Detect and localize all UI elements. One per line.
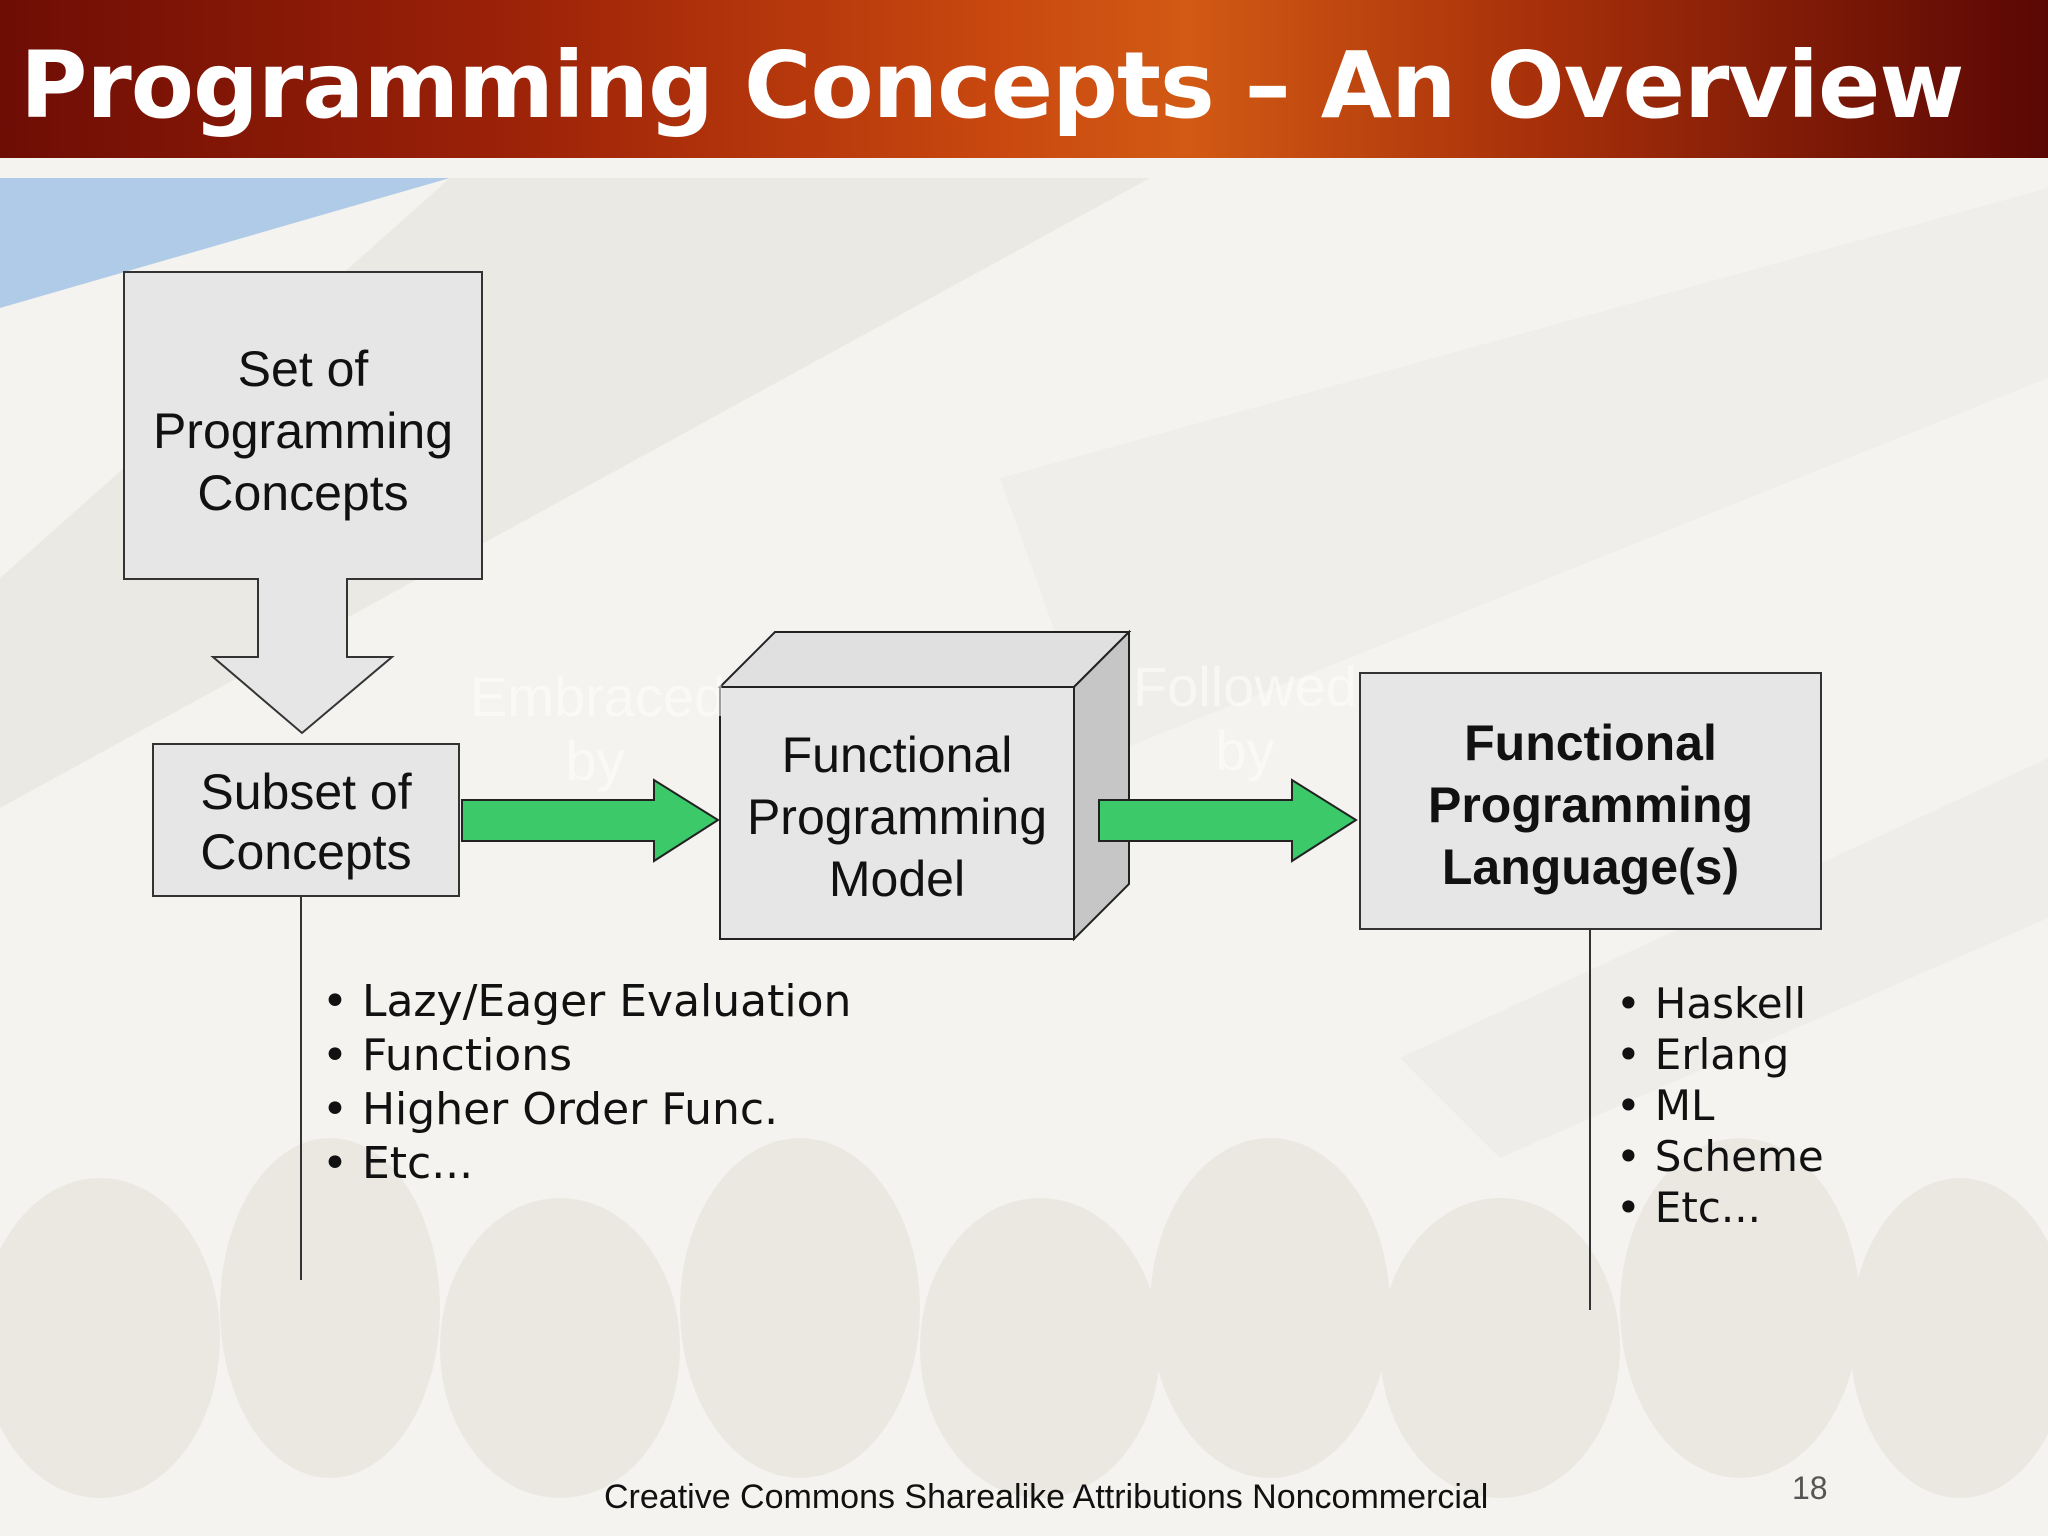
list-item: Haskell (1616, 978, 1824, 1029)
list-item: Scheme (1616, 1131, 1824, 1182)
fp-model-text: Functional Programming Model (746, 727, 1048, 907)
followed-by-label: Followed by (1132, 655, 1358, 782)
list-item: Functions (322, 1029, 851, 1083)
model-box-side (1073, 629, 1130, 942)
model-box-top (717, 631, 1132, 688)
set-of-concepts-text: Set of Programming Concepts (152, 341, 454, 521)
footer-license: Creative Commons Sharealike Attributions… (604, 1478, 1489, 1516)
title-bar: Programming Concepts – An Overview (0, 0, 2048, 158)
model-box-front (719, 686, 1075, 940)
followed-arrow (1098, 778, 1358, 863)
languages-box-shape (1359, 672, 1822, 930)
embraced-arrow (461, 778, 720, 863)
embraced-by-label: Embraced by (470, 665, 726, 792)
list-item: Etc... (1616, 1182, 1824, 1233)
set-of-concepts-shape (123, 271, 483, 735)
subset-of-concepts-text: Subset of Concepts (200, 764, 412, 880)
fp-languages-text: Functional Programming Language(s) (1427, 715, 1754, 895)
slide-title: Programming Concepts – An Overview (20, 32, 1964, 139)
subset-box-shape (152, 743, 460, 897)
list-item: Etc... (322, 1137, 851, 1191)
concept-bullet-list: Lazy/Eager Evaluation Functions Higher O… (322, 975, 851, 1191)
page-number: 18 (1792, 1470, 1828, 1506)
list-item: Erlang (1616, 1029, 1824, 1080)
list-item: ML (1616, 1080, 1824, 1131)
list-item: Lazy/Eager Evaluation (322, 975, 851, 1029)
language-bullet-list: Haskell Erlang ML Scheme Etc... (1616, 978, 1824, 1233)
list-item: Higher Order Func. (322, 1083, 851, 1137)
